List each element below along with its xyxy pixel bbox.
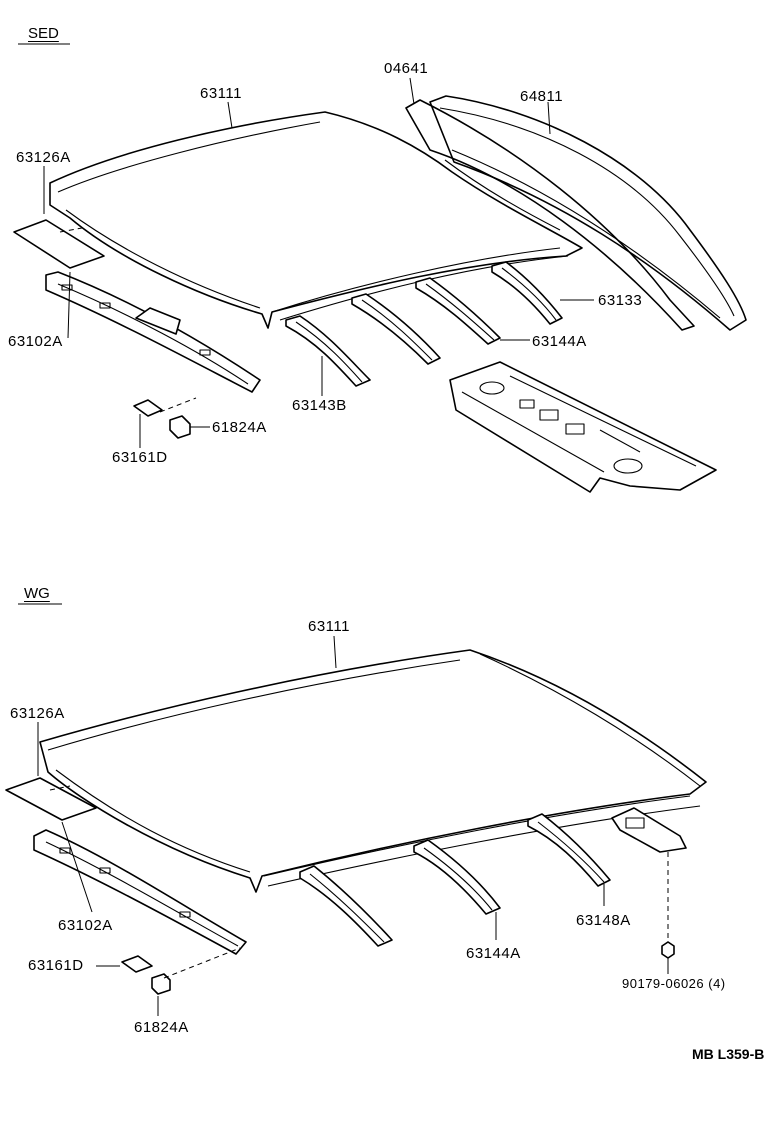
section-label-wg: WG <box>24 585 50 602</box>
label-sed-retainer: 61824A <box>212 419 267 436</box>
wg-leader-lines <box>37 635 669 1016</box>
label-sed-roof-bow-rear: 63144A <box>532 333 587 350</box>
label-sed-roof-insulator: 63126A <box>16 149 71 166</box>
label-sed-spacer: 63161D <box>112 449 168 466</box>
sed-small-parts <box>133 397 197 439</box>
label-wg-roof-insulator: 63126A <box>10 705 65 722</box>
wg-front-roof-rail <box>33 829 247 955</box>
sed-leader-lines <box>43 77 594 448</box>
label-sed-back-window-glass: 64811 <box>520 88 564 105</box>
sed-roof-bows <box>285 261 563 387</box>
label-sed-roof-panel: 63111 <box>200 85 242 102</box>
wg-rear-bracket <box>611 807 687 959</box>
label-sed-front-roof-rail: 63102A <box>8 333 63 350</box>
sed-back-window-sealant <box>405 99 695 331</box>
diagram-reference-code: MB L359-B <box>692 1046 765 1062</box>
label-wg-roof-bow-rear: 63148A <box>576 912 631 929</box>
wg-roof-panel <box>39 649 707 893</box>
sed-back-window-glass <box>429 95 747 331</box>
sed-roof-insulator <box>13 219 105 269</box>
label-sed-roof-rail-rear: 63133 <box>598 292 643 309</box>
label-sed-roof-bow-front: 63143B <box>292 397 347 414</box>
wg-roof-bows <box>299 813 611 947</box>
label-wg-retainer: 61824A <box>134 1019 189 1036</box>
label-wg-roof-panel: 63111 <box>308 618 350 635</box>
wg-small-parts <box>121 947 241 995</box>
sed-front-roof-rail <box>45 271 261 393</box>
wg-roof-insulator <box>5 777 97 821</box>
label-wg-roof-bow: 63144A <box>466 945 521 962</box>
section-label-sed: SED <box>28 25 59 42</box>
sed-package-tray-panel <box>449 361 717 493</box>
label-wg-spacer: 63161D <box>28 957 84 974</box>
sed-roof-panel <box>49 111 583 329</box>
label-sed-back-window-sealant: 04641 <box>384 60 429 77</box>
label-wg-nut: 90179-06026 (4) <box>622 976 726 991</box>
label-wg-front-roof-rail: 63102A <box>58 917 113 934</box>
